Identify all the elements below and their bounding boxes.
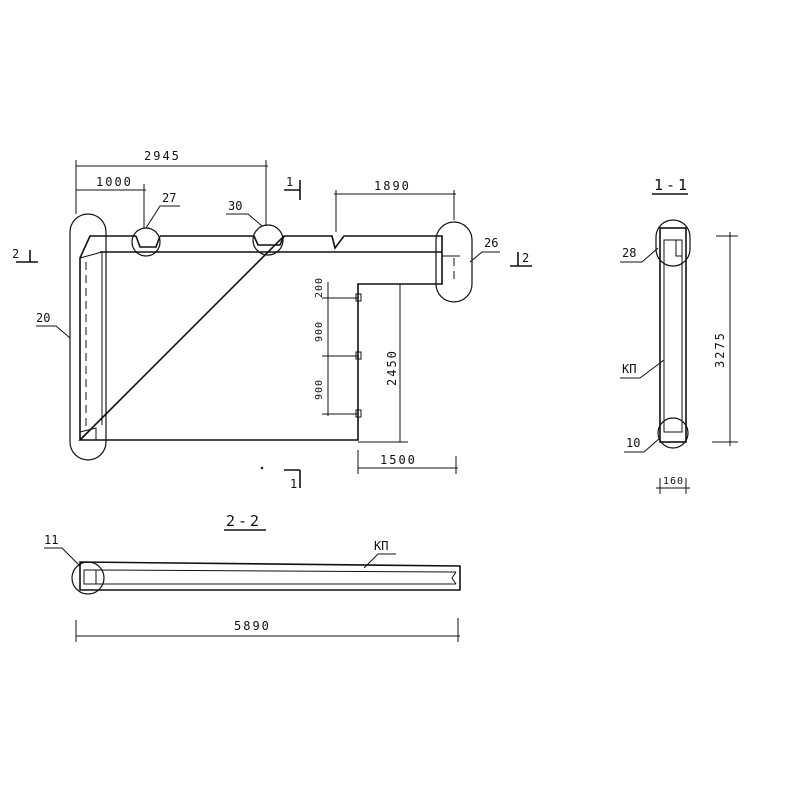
callout-ellipse-20 [69, 213, 107, 461]
label-28: 28 [622, 246, 636, 260]
dim-900-lower: 900 [314, 379, 325, 400]
label-10: 10 [626, 436, 640, 450]
corner-chamfer [79, 251, 103, 259]
dim-200: 200 [314, 277, 325, 298]
leader-27 [145, 205, 180, 229]
section-2-2-end-detail [83, 569, 97, 585]
label-kp-bottom: КП [374, 539, 388, 553]
cut-label-1-top: 1 [286, 175, 293, 189]
cut-marker-1-bottom [284, 469, 301, 488]
cut-marker-2-left [16, 250, 38, 263]
label-27: 27 [162, 191, 176, 205]
dim-3275: 3275 [713, 331, 727, 368]
section-title-1-1: 1-1 [654, 176, 690, 194]
cut-label-1-bottom: 1 [290, 477, 297, 491]
leader-26 [469, 251, 500, 263]
section-1-1-outline [659, 227, 687, 443]
cut-label-2-left: 2 [12, 247, 19, 261]
section-2-2-break [451, 571, 457, 585]
dim-2450: 2450 [385, 349, 399, 386]
notch-30 [253, 235, 285, 246]
dim-2945: 2945 [144, 149, 181, 163]
insert-3 [355, 409, 362, 418]
section-2-2-outline [79, 561, 461, 591]
callout-circle-10 [657, 417, 689, 449]
leader-kp-side [620, 359, 665, 379]
speck [260, 466, 264, 470]
notch-27 [135, 235, 161, 248]
dim-1500: 1500 [380, 453, 417, 467]
section-2-2-inner-top [95, 569, 457, 573]
section-2-2-view: 2-2 11 КП 5890 [44, 512, 461, 642]
leader-20 [36, 325, 71, 339]
section-title-2-2: 2-2 [226, 512, 262, 530]
main-elevation-view: 27 30 26 20 1 1 2 2 2945 1000 1890 2 [12, 149, 532, 491]
callout-circle-30 [252, 224, 284, 256]
leader-11 [44, 547, 81, 567]
label-11: 11 [44, 533, 58, 547]
label-30: 30 [228, 199, 242, 213]
callout-circle-11 [71, 561, 105, 595]
dim-160: 160 [663, 476, 684, 487]
cut-marker-2-right [510, 252, 532, 267]
insert-1 [355, 293, 362, 302]
dim-5890: 5890 [234, 619, 271, 633]
label-20: 20 [36, 311, 50, 325]
section-1-1-view: 1-1 28 КП 10 3275 160 [620, 176, 738, 494]
insert-2 [355, 351, 362, 360]
label-26: 26 [484, 236, 498, 250]
section-1-1-top-detail [664, 239, 682, 257]
callout-circle-28 [655, 219, 691, 267]
leader-28 [620, 247, 659, 263]
dim-900-upper: 900 [314, 321, 325, 342]
callout-ellipse-26 [435, 221, 473, 303]
bottom-left-detail [79, 427, 97, 440]
leader-10 [624, 437, 661, 453]
section-1-1-inner [663, 239, 683, 433]
leader-kp-bottom [363, 553, 396, 569]
leader-30 [226, 213, 263, 227]
panel-outline [78, 235, 443, 441]
cut-marker-1-top [284, 180, 301, 200]
cut-label-2-right: 2 [522, 251, 529, 265]
label-kp-side: КП [622, 362, 636, 376]
dim-1890: 1890 [374, 179, 411, 193]
dim-1000: 1000 [96, 175, 133, 189]
